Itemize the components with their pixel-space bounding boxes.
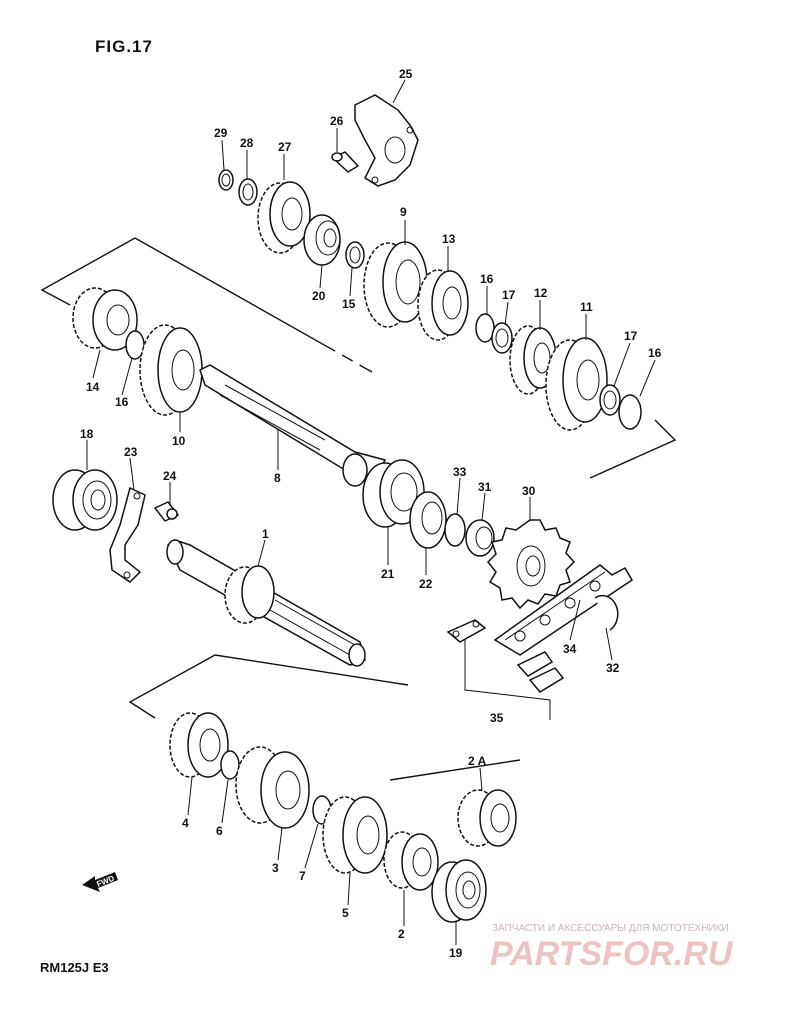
callout-4: 4: [182, 816, 189, 830]
callout-23: 23: [124, 445, 138, 459]
callout-12: 12: [534, 286, 548, 300]
callout-1: 1: [262, 527, 269, 541]
callout-25: 25: [399, 67, 413, 81]
callout-22: 22: [419, 577, 433, 591]
part-1-mainshaft: [166, 539, 366, 667]
part-34-drive-chain: [493, 564, 634, 656]
leader-lines: [86, 79, 656, 945]
callout-32: 32: [606, 661, 620, 675]
callout-6: 6: [216, 824, 223, 838]
part-2-gear: [383, 831, 439, 891]
part-6-circlip: [220, 750, 240, 780]
part-24-screw: [153, 501, 180, 522]
callout-27: 27: [278, 140, 292, 154]
callout-5: 5: [342, 906, 349, 920]
part-3-gear: [235, 746, 310, 829]
lower-assembly-bracket: [128, 654, 521, 781]
part-16-circlip-c: [125, 330, 145, 360]
part-11-gear: [545, 337, 608, 431]
part-26-screw: [331, 151, 360, 173]
part-15-washer: [345, 241, 365, 269]
part-28-washer: [238, 178, 258, 206]
part-32-clip: [594, 594, 619, 631]
part-2a-gear: [457, 789, 517, 847]
part-9-gear: [363, 241, 428, 328]
callout-20: 20: [312, 289, 326, 303]
callout-16-a: 16: [480, 272, 494, 286]
watermark: ЗАПЧАСТИ И АКСЕССУАРЫ ДЛЯ МОТОТЕХНИКИ PA…: [490, 923, 734, 973]
callout-7: 7: [299, 869, 306, 883]
part-23-bracket: [109, 486, 146, 583]
part-35-joint-set: [446, 619, 565, 720]
callout-14: 14: [86, 380, 100, 394]
part-5-gear: [322, 796, 388, 874]
callout-2a: 2 A: [468, 754, 487, 768]
upper-assembly-bracket: [40, 237, 677, 479]
part-22-oil-seal: [409, 491, 447, 549]
watermark-brand: PARTSFOR.RU: [490, 935, 734, 973]
part-4-gear: [169, 712, 229, 778]
part-27-gear: [257, 181, 311, 254]
part-17-washer-b: [599, 384, 621, 416]
callout-16-c: 16: [115, 395, 129, 409]
part-30-sprocket: [486, 519, 576, 610]
part-10-gear: [139, 324, 203, 416]
fwd-label: FWD: [95, 874, 115, 889]
part-31-spacer: [465, 519, 495, 557]
callout-33: 33: [453, 465, 467, 479]
part-17-washer-a: [491, 322, 513, 354]
part-29-circlip: [218, 169, 234, 191]
callout-3: 3: [272, 861, 279, 875]
watermark-tagline: ЗАПЧАСТИ И АКСЕССУАРЫ ДЛЯ МОТОТЕХНИКИ: [492, 923, 729, 934]
callout-21: 21: [381, 567, 395, 581]
figure-title: FIG.17: [95, 37, 153, 56]
callout-17-b: 17: [624, 329, 638, 343]
part-16-circlip-b: [618, 394, 642, 430]
callout-15: 15: [342, 297, 356, 311]
callout-13: 13: [442, 232, 456, 246]
callout-34: 34: [563, 642, 577, 656]
callout-8: 8: [274, 471, 281, 485]
model-code: RM125J E3: [40, 960, 109, 975]
fwd-arrow-icon: FWD: [82, 872, 118, 892]
callout-labels: 25 26 29 28 27 20 15 9 13 16 17 12 11 17…: [80, 67, 662, 960]
callout-26: 26: [330, 114, 344, 128]
callout-30: 30: [522, 484, 536, 498]
callout-18: 18: [80, 427, 94, 441]
part-8-countershaft: [199, 364, 387, 487]
callout-28: 28: [240, 136, 254, 150]
callout-24: 24: [163, 469, 177, 483]
part-13-gear: [417, 269, 469, 341]
part-19-bearing: [431, 859, 487, 923]
callout-31: 31: [478, 480, 492, 494]
callout-10: 10: [172, 434, 186, 448]
callout-9: 9: [400, 205, 407, 219]
callout-29: 29: [214, 126, 228, 140]
part-25-retainer-plate: [354, 94, 419, 187]
callout-11: 11: [580, 300, 593, 314]
part-18-bearing: [52, 469, 118, 531]
callout-35: 35: [490, 711, 504, 725]
part-33-o-ring: [444, 513, 466, 547]
part-20-bearing: [303, 214, 341, 266]
callout-17-a: 17: [502, 288, 516, 302]
part-14-gear: [72, 287, 138, 351]
callout-16-b: 16: [648, 346, 662, 360]
callout-2: 2: [398, 927, 405, 941]
callout-19: 19: [449, 946, 463, 960]
